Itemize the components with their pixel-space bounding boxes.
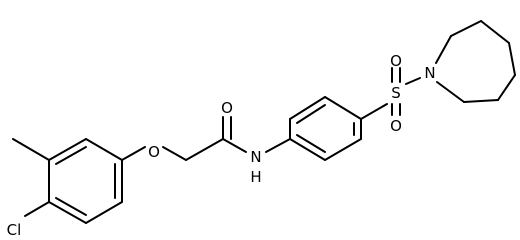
bond-a4-a5 [85,201,123,224]
bond-b2-b3-inner [296,104,326,124]
bond-b3-b4 [324,96,362,120]
bond-ring-b-s [360,103,388,120]
bond-b5-b6 [324,138,362,161]
bond-a2-a3 [85,138,123,161]
bond-b2-b3 [289,96,326,120]
atom-label-n-ring: N [424,64,435,82]
atom-label-o-ether: O [148,143,160,161]
bond-b6-b1-inner [296,134,326,153]
ring-chloromethylphenyl [48,138,123,224]
bond-b6-b1 [289,138,326,161]
atom-label-o-sulfonyl-bottom: O [390,117,402,135]
bond-a1-a2 [48,138,87,161]
bond-a5-a6-inner [55,197,87,216]
ring-azepane [435,20,516,103]
bond-n-ring-b [265,138,291,153]
atom-label-n-amide: N [250,148,261,166]
bond-s-n [405,77,421,85]
bond-c3-c4 [508,42,516,76]
bond-c4-c5 [497,74,516,101]
bond-c1-c2 [450,20,482,37]
bond-methyl [12,138,50,161]
bond-ch2-carbonyl [185,138,224,161]
bond-c6-n [436,81,465,103]
bond-c-cl [24,201,50,217]
bond-c5-c6 [463,99,499,103]
atom-label-o-sulfonyl-top: O [390,52,402,70]
bond-o-ch2 [162,146,187,161]
bond-carbonyl-n [222,138,247,153]
atom-label-cl: Cl [7,221,22,239]
bond-n-c1 [435,35,452,64]
bond-a5-a6 [48,201,87,224]
bond-c-o-ether [121,146,146,161]
atom-label-h-amide: H [250,168,261,186]
ring-phenylene [289,96,362,161]
atom-label-o-carbonyl: O [221,99,233,117]
bond-a1-a2-inner [55,146,87,165]
atom-label-s: S [391,84,401,102]
bond-c2-c3 [480,20,510,44]
